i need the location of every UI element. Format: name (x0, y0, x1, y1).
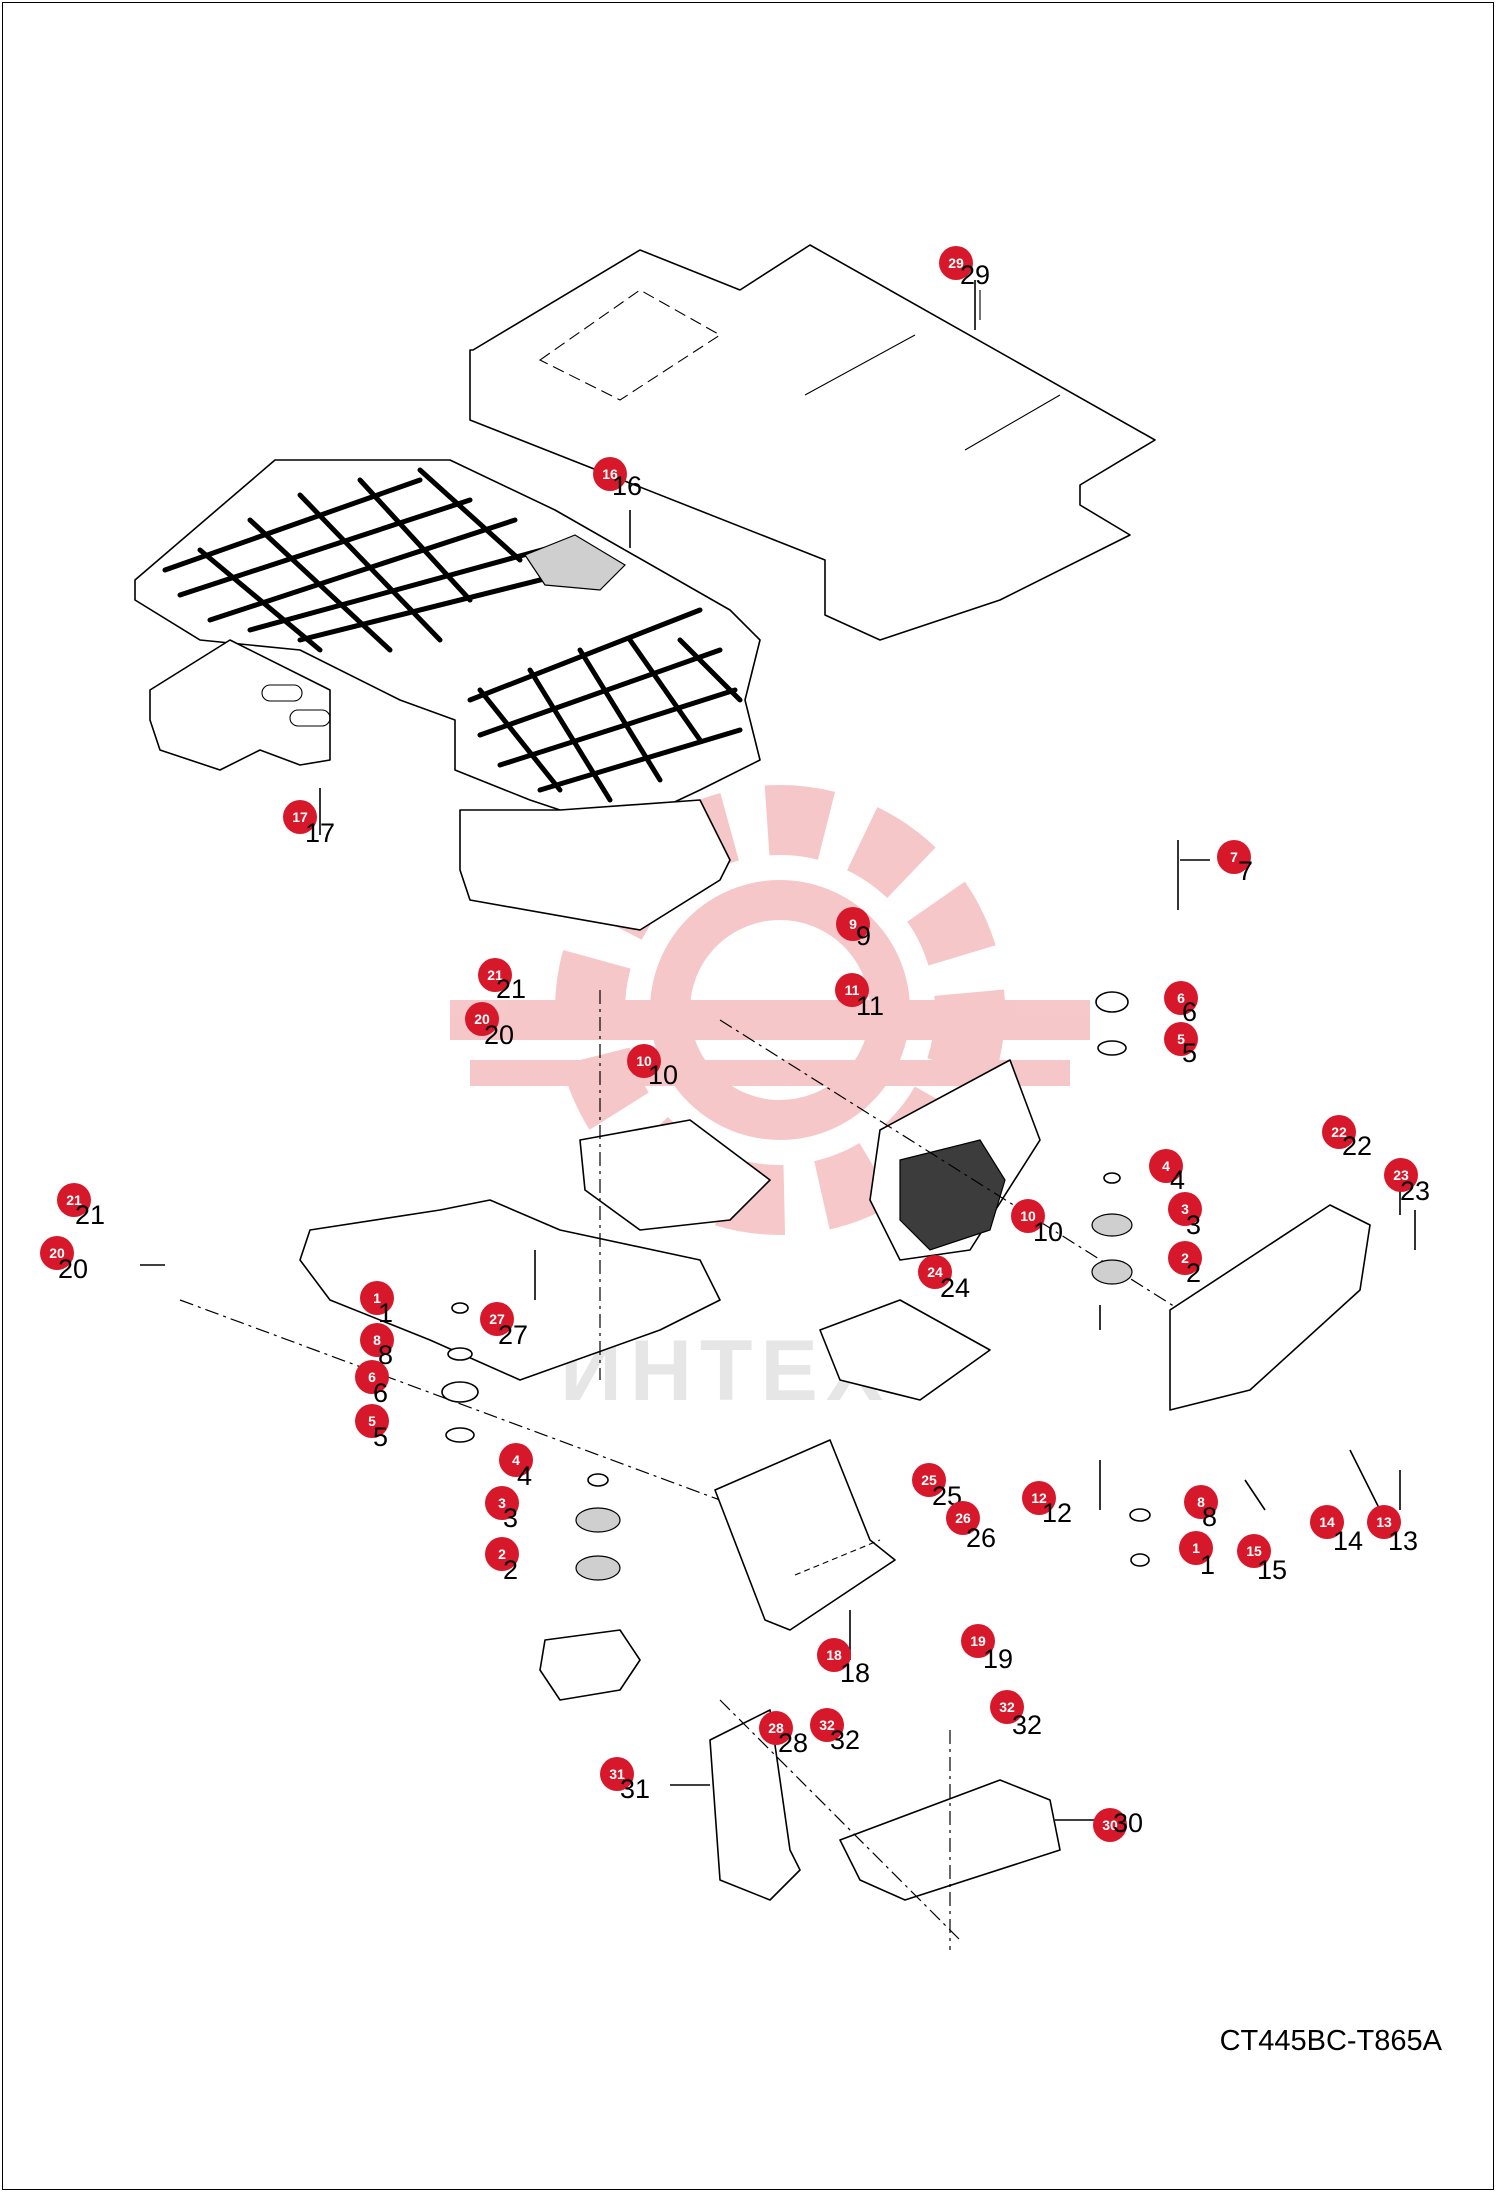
part-number-12: 12 (1042, 1498, 1073, 1528)
part-number-27: 27 (498, 1320, 529, 1350)
callout-11: 11 (835, 973, 869, 1007)
part-number-28: 28 (778, 1728, 809, 1758)
callout-6-left: 6 (355, 1360, 389, 1394)
callout-2-right: 2 (1168, 1241, 1202, 1275)
callout-23: 23 (1384, 1158, 1418, 1192)
part-number-3-left: 3 (503, 1503, 519, 1533)
callout-18: 18 (817, 1638, 851, 1672)
callout-10-upper: 10 (627, 1044, 661, 1078)
step-part-18 (714, 1439, 896, 1631)
part-number-2-left: 2 (503, 1555, 519, 1585)
drawing-reference: CT445BC-T865A (1219, 2025, 1442, 2057)
side-plate-part-22 (1169, 1204, 1371, 1411)
callout-5-right: 5 (1164, 1022, 1198, 1056)
callout-19: 19 (961, 1624, 995, 1658)
part-number-8-left: 8 (378, 1340, 394, 1370)
part-number-31: 31 (620, 1774, 651, 1804)
part-number-7: 7 (1238, 856, 1254, 886)
part-number-26: 26 (966, 1523, 997, 1553)
part-number-15: 15 (1257, 1555, 1288, 1585)
part-number-2-right: 2 (1186, 1258, 1202, 1288)
part-number-3-right: 3 (1186, 1210, 1202, 1240)
part-number-1-left: 1 (378, 1298, 394, 1328)
callout-27: 27 (480, 1302, 514, 1336)
callout-32-left: 32 (810, 1708, 844, 1742)
part-number-5-left: 5 (373, 1422, 389, 1452)
callout-13: 13 (1367, 1505, 1401, 1539)
callout-31: 31 (600, 1757, 634, 1791)
callout-6-right: 6 (1164, 981, 1198, 1015)
part-number-21-left: 21 (75, 1200, 106, 1230)
callout-21-upper: 21 (478, 958, 512, 992)
part-number-10-lower: 10 (1033, 1217, 1064, 1247)
callout-4-right: 4 (1149, 1149, 1183, 1183)
callout-3-left: 3 (485, 1486, 519, 1520)
part-number-29: 29 (960, 260, 991, 290)
callout-9: 9 (836, 907, 870, 941)
part-number-23: 23 (1400, 1176, 1431, 1206)
callout-12: 12 (1022, 1481, 1056, 1515)
part-number-4-right: 4 (1170, 1165, 1186, 1195)
callout-32-right: 32 (990, 1690, 1024, 1724)
part-number-24: 24 (940, 1273, 971, 1303)
part-number-8-right: 8 (1202, 1502, 1218, 1532)
callout-25: 25 (912, 1463, 946, 1497)
operator-frame-assembly (179, 990, 1181, 1501)
part-number-5-right: 5 (1182, 1038, 1198, 1068)
callout-4-left: 4 (499, 1443, 533, 1477)
part-number-1-right: 1 (1200, 1550, 1216, 1580)
callout-28: 28 (759, 1711, 793, 1745)
callout-3-right: 3 (1168, 1192, 1202, 1226)
part-number-11: 11 (856, 991, 885, 1021)
callout-29: 29 (939, 246, 973, 280)
bracket-part-31 (709, 1709, 801, 1901)
callout-24: 24 (918, 1255, 952, 1289)
part-number-17: 17 (305, 818, 336, 848)
part-number-10-upper: 10 (648, 1060, 679, 1090)
part-number-21-upper: 21 (496, 974, 527, 1004)
callout-1-left: 1 (360, 1281, 394, 1315)
callout-2-left: 2 (485, 1537, 519, 1571)
part-number-19: 19 (983, 1644, 1014, 1674)
part-number-20-upper: 20 (484, 1020, 515, 1050)
isolator-stack-left (441, 1302, 641, 1701)
callout-21-left: 21 (57, 1183, 91, 1217)
part-number-30: 30 (1113, 1808, 1144, 1838)
callout-7: 7 (1217, 840, 1251, 874)
callout-17: 17 (283, 800, 317, 834)
part-number-6-right: 6 (1182, 997, 1198, 1027)
callout-26: 26 (946, 1501, 980, 1535)
callout-8-left: 8 (360, 1323, 394, 1357)
callout-20-upper: 20 (465, 1002, 499, 1036)
leader-lines (140, 280, 1416, 1821)
part-number-4-left: 4 (517, 1461, 533, 1491)
callout-16: 16 (593, 457, 627, 491)
callout-22: 22 (1322, 1115, 1356, 1149)
part-number-6-left: 6 (373, 1378, 389, 1408)
floor-plate-part-16 (134, 459, 761, 831)
part-number-32-left: 32 (830, 1725, 861, 1755)
part-number-14: 14 (1333, 1526, 1364, 1556)
callout-20-left: 20 (40, 1236, 74, 1270)
callout-8-right: 8 (1184, 1485, 1218, 1519)
part-number-16: 16 (612, 471, 643, 501)
isolator-stack-right (1091, 840, 1179, 1567)
part-number-9: 9 (856, 921, 872, 951)
part-number-22: 22 (1342, 1131, 1373, 1161)
part-number-18: 18 (840, 1658, 871, 1688)
callout-14: 14 (1310, 1505, 1344, 1539)
callout-1-right: 1 (1179, 1531, 1213, 1565)
callout-5-left: 5 (355, 1404, 389, 1438)
callout-10-lower: 10 (1011, 1199, 1045, 1233)
part-number-13: 13 (1388, 1526, 1419, 1556)
floor-mat-part-29 (469, 244, 1156, 641)
part-number-20-left: 20 (58, 1254, 89, 1284)
part-number-32-right: 32 (1012, 1710, 1043, 1740)
callout-15: 15 (1237, 1534, 1271, 1568)
callout-30: 30 (1093, 1808, 1127, 1842)
under-mat-part-17 (149, 639, 731, 931)
